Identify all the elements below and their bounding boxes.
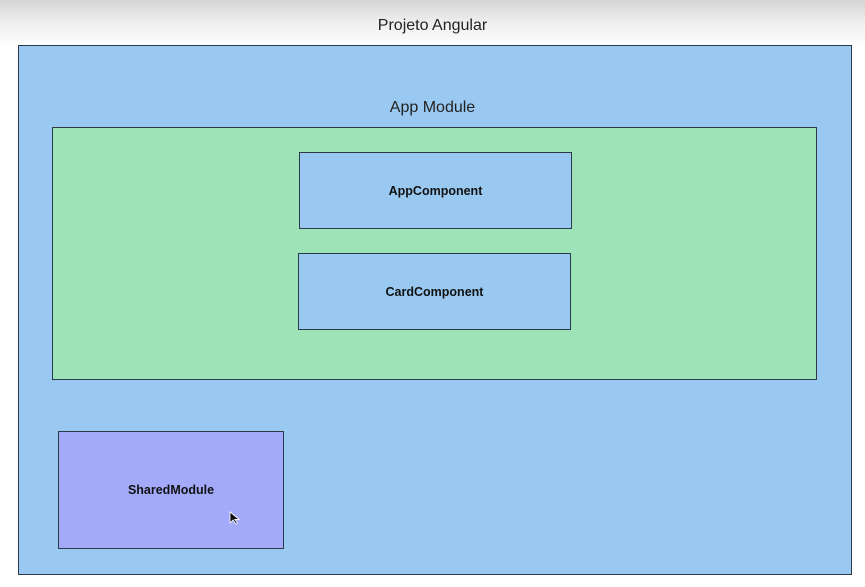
shared-module-box[interactable]: SharedModule [58, 431, 284, 549]
top-gradient-bar [0, 0, 865, 48]
app-component-label: AppComponent [388, 183, 483, 198]
app-module-label: App Module [389, 99, 476, 116]
app-component-box[interactable]: AppComponent [299, 152, 572, 229]
shared-module-label: SharedModule [127, 483, 215, 497]
card-component-box[interactable]: CardComponent [298, 253, 571, 330]
project-title: Projeto Angular [377, 17, 488, 34]
card-component-label: CardComponent [385, 284, 484, 299]
mouse-pointer-icon [229, 511, 241, 525]
